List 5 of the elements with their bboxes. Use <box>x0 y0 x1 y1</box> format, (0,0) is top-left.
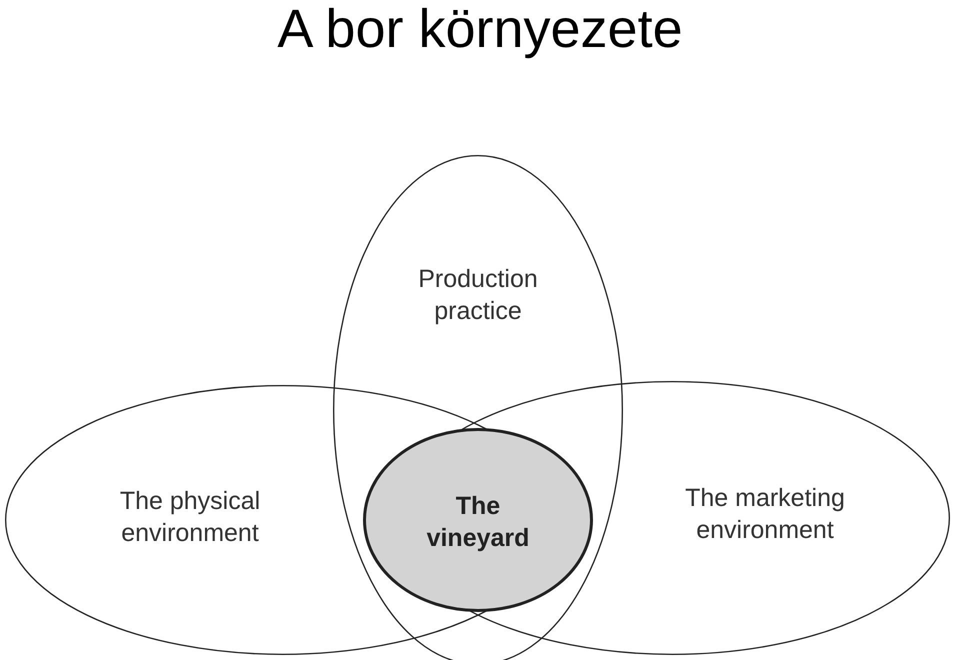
region-label: The vineyard <box>426 491 530 554</box>
region-label: The marketing environment <box>684 483 846 546</box>
region-label: The physical environment <box>118 486 262 549</box>
region-label: Production practice <box>417 264 539 327</box>
title: A bor környezete <box>276 0 684 60</box>
